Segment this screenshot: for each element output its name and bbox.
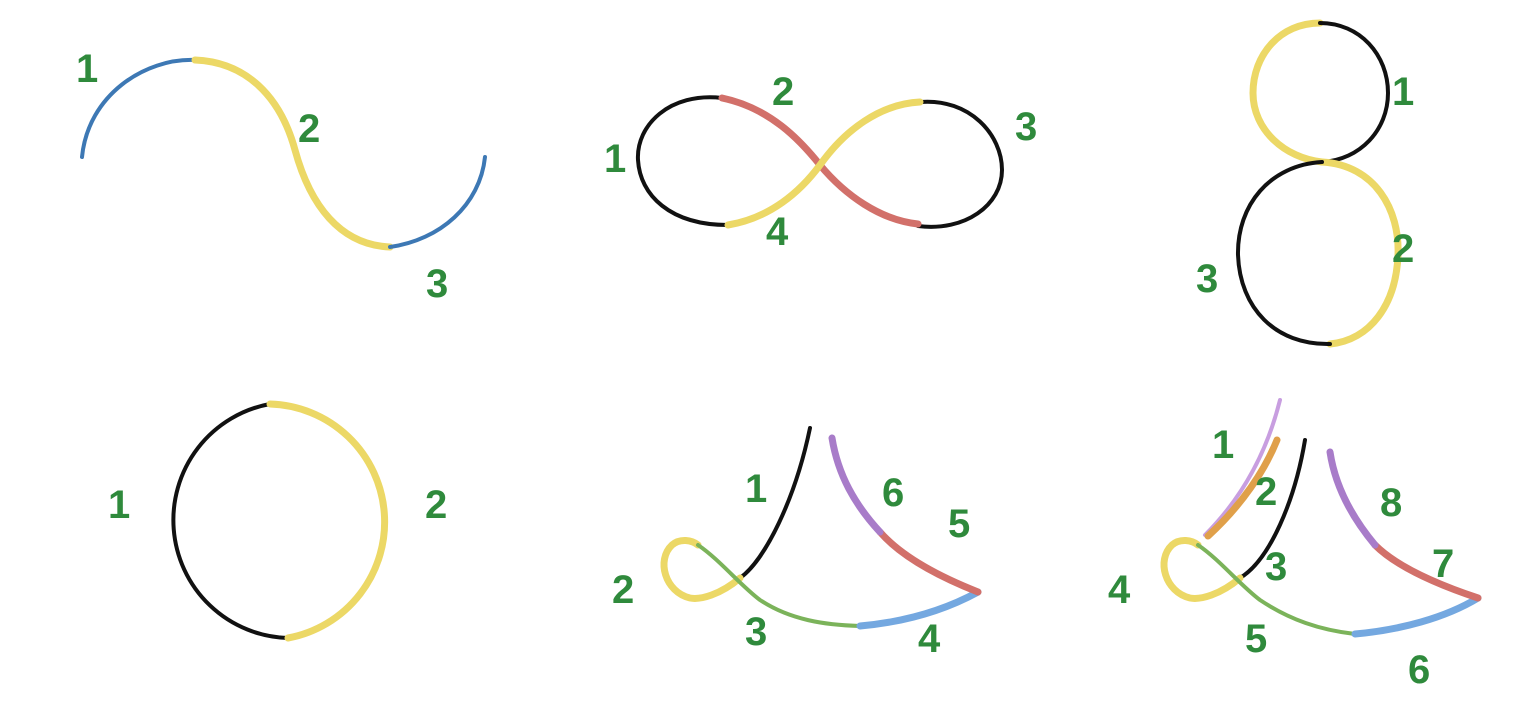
circle-label-2: 2: [425, 483, 447, 527]
loop-extended-label-3: 3: [1265, 545, 1287, 589]
figure-eight-label-1: 1: [1392, 70, 1414, 114]
figure-eight-top-left: [1249, 19, 1326, 166]
loop-curve-segment-4: [856, 588, 982, 630]
loop-extended-segment-8: [1326, 448, 1379, 549]
panel-circle: 1 2: [108, 400, 447, 642]
loop-curve-label-6: 6: [882, 471, 904, 515]
figure-eight-label-2: 2: [1392, 227, 1414, 271]
loop-extended-segment-7: [1371, 541, 1482, 602]
loop-curve-segment-2: [660, 537, 744, 602]
loop-extended-segment-6: [1351, 594, 1482, 638]
loop-curve-label-5: 5: [948, 502, 970, 546]
infinity-label-4: 4: [766, 210, 789, 254]
loop-extended-label-5: 5: [1245, 617, 1267, 661]
loop-curve-label-1: 1: [745, 467, 767, 511]
s-curve-segment-3: [388, 155, 487, 249]
infinity-diagonal-up: [724, 98, 924, 229]
loop-extended-label-7: 7: [1432, 542, 1454, 586]
panel-loop-curve: 1 2 3 4 5 6: [612, 426, 982, 661]
circle-right-arc: [266, 400, 389, 642]
circle-left-arc: [171, 402, 290, 640]
loop-extended-segment-1: [1203, 398, 1282, 537]
loop-extended-label-4: 4: [1108, 568, 1131, 612]
figure-eight-top-right: [1318, 21, 1390, 164]
loop-extended-label-2: 2: [1255, 470, 1277, 514]
loop-curve-segment-1: [738, 426, 812, 580]
loop-extended-segment-4: [1160, 537, 1244, 602]
loop-curve-label-3: 3: [745, 610, 767, 654]
panel-s-curve: 1 2 3: [76, 47, 487, 306]
infinity-right-lobe: [916, 99, 1004, 229]
panel-infinity: 1 2 3 4: [604, 70, 1037, 254]
panel-figure-eight: 1 2 3: [1196, 19, 1414, 348]
s-curve-label-2: 2: [298, 107, 320, 151]
figure-eight-bottom-left: [1235, 160, 1332, 347]
s-curve-label-3: 3: [426, 262, 448, 306]
loop-extended-segment-3: [1238, 438, 1307, 580]
loop-curve-segment-5: [876, 528, 982, 596]
panel-loop-curve-extended: 1 2 3 4 5 6 7 8: [1108, 398, 1482, 692]
loop-curve-segment-6: [828, 434, 884, 536]
s-curve-segment-2: [191, 56, 394, 251]
infinity-label-3: 3: [1015, 105, 1037, 149]
infinity-label-1: 1: [604, 137, 626, 181]
infinity-left-lobe: [635, 95, 730, 227]
loop-curve-label-2: 2: [612, 568, 634, 612]
loop-curve-label-4: 4: [918, 617, 941, 661]
loop-extended-label-1: 1: [1212, 423, 1234, 467]
infinity-label-2: 2: [772, 70, 794, 114]
figure-eight-bottom-right: [1318, 158, 1402, 348]
loop-extended-label-8: 8: [1380, 481, 1402, 525]
s-curve-label-1: 1: [76, 47, 98, 91]
loop-extended-segment-2: [1204, 436, 1281, 540]
figure-eight-label-3: 3: [1196, 257, 1218, 301]
s-curve-segment-1: [80, 57, 197, 159]
loop-extended-label-6: 6: [1408, 648, 1430, 692]
loop-extended-segment-5: [1196, 543, 1357, 636]
loop-curve-segment-3: [696, 543, 862, 628]
circle-label-1: 1: [108, 483, 130, 527]
